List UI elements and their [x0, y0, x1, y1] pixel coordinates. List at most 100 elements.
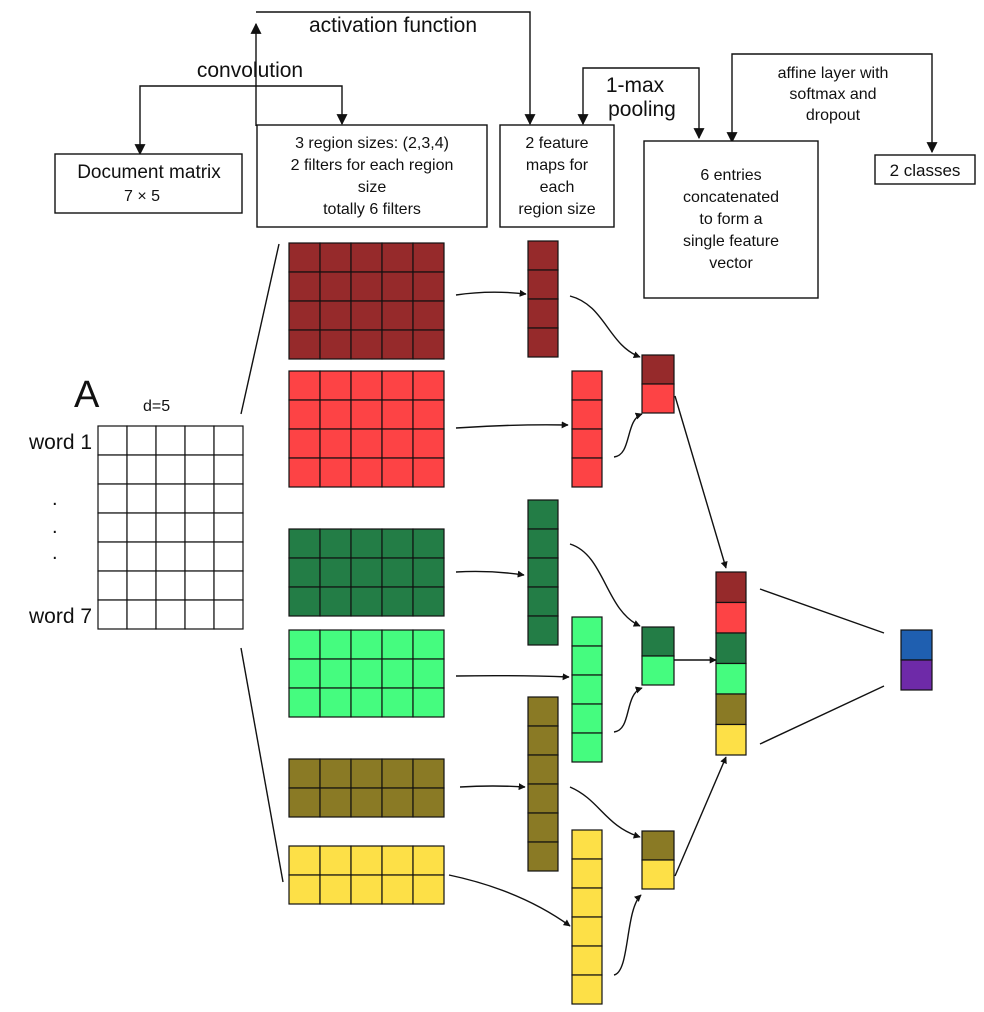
sentence-matrix-cell	[97, 425, 128, 456]
filter-red-cell	[288, 457, 321, 488]
feature-map-dark-green-cell	[527, 615, 559, 646]
classes-box: 2 classes	[874, 154, 976, 185]
filter-olive-cell	[288, 758, 321, 789]
sentence-matrix-cell	[126, 570, 157, 601]
sentence-matrix-cell	[184, 541, 215, 572]
feature-map-red-cell	[571, 457, 603, 488]
filter-dark-red-cell	[412, 329, 445, 360]
document-matrix-line2: 7 × 5	[124, 188, 160, 205]
filter-dark-green-cell	[350, 557, 383, 588]
filter-matrices	[288, 242, 445, 905]
sentence-matrix-cell	[97, 570, 128, 601]
feature-map-dark-green-cell	[527, 557, 559, 588]
filter-red-cell	[412, 457, 445, 488]
filter-light-green-cell	[288, 629, 321, 660]
sentence-matrix-cell	[184, 512, 215, 543]
feature-map-red-cell	[571, 428, 603, 459]
filter-dark-red-cell	[381, 242, 414, 273]
feature-map-olive-cell	[527, 725, 559, 756]
filter-yellow-cell	[350, 874, 383, 905]
pool-arrow-red	[613, 412, 643, 458]
conv-arrow-red	[455, 421, 569, 429]
doc-to-convolution-arrow	[134, 85, 348, 156]
filter-dark-green-cell	[319, 528, 352, 559]
sentence-matrix-cell	[184, 599, 215, 630]
filter-light-green-cell	[350, 687, 383, 718]
feature-maps-line2: maps for	[526, 157, 589, 174]
filter-red-cell	[319, 428, 352, 459]
filter-light-green-cell	[319, 658, 352, 689]
sentence-matrix-cell	[97, 512, 128, 543]
sentence-matrix-cell	[213, 599, 244, 630]
pooled-red	[641, 383, 675, 414]
filter-dark-red-cell	[288, 271, 321, 302]
concatenated-line4: single feature	[683, 233, 779, 250]
filter-red-cell	[412, 370, 445, 401]
sentence-matrix-cell	[126, 483, 157, 514]
feature-map-dark-green-cell	[527, 586, 559, 617]
feature-map-olive-cell	[527, 783, 559, 814]
sentence-matrix-cell	[126, 512, 157, 543]
activation-line	[256, 11, 536, 126]
filter-red-cell	[350, 457, 383, 488]
filter-dark-green-cell	[412, 586, 445, 617]
filter-yellow-cell	[412, 874, 445, 905]
feature-map-light-green-cell	[571, 732, 603, 763]
filter-light-green-cell	[381, 687, 414, 718]
filter-olive-cell	[319, 758, 352, 789]
affine-label-line3: dropout	[806, 107, 861, 124]
filter-dark-green-cell	[350, 586, 383, 617]
filter-yellow-cell	[288, 845, 321, 876]
filter-yellow-cell	[381, 874, 414, 905]
filter-light-green-cell	[288, 658, 321, 689]
output-classes-vector	[900, 629, 933, 691]
sentence-matrix-cell	[213, 483, 244, 514]
feature-map-olive-cell	[527, 812, 559, 843]
region-sizes-line3: size	[358, 179, 387, 196]
feature-map-light-green-cell	[571, 645, 603, 676]
conv-arrow-yellow	[448, 874, 571, 927]
sentence-matrix-cell	[213, 541, 244, 572]
sentence-matrix-cell	[155, 541, 186, 572]
filter-light-green-cell	[288, 687, 321, 718]
region-sizes-line4: totally 6 filters	[323, 201, 421, 218]
filter-dark-red-cell	[350, 242, 383, 273]
filter-dark-red-cell	[319, 300, 352, 331]
sentence-letter: A	[74, 374, 100, 416]
pooled-yellow	[641, 859, 675, 890]
sentence-matrix-cell	[213, 454, 244, 485]
feature-map-dark-green-cell	[527, 528, 559, 559]
pooled-pairs	[641, 354, 675, 890]
document-matrix-line1: Document matrix	[77, 162, 221, 183]
filter-red-cell	[412, 399, 445, 430]
word-last-label: word 7	[28, 605, 92, 628]
filter-olive-cell	[381, 787, 414, 818]
feature-maps-to-pooling-arrow	[577, 67, 705, 140]
filter-light-green-cell	[350, 658, 383, 689]
filter-dark-red-cell	[381, 300, 414, 331]
pool-arrow-olive	[569, 786, 641, 839]
feature-map-olive-cell	[527, 754, 559, 785]
diagram-connectors	[240, 243, 885, 976]
feature-map-dark-red-cell	[527, 327, 559, 358]
filter-dark-red-cell	[288, 300, 321, 331]
feature-map-yellow-cell	[571, 916, 603, 947]
filter-red-cell	[381, 399, 414, 430]
filter-dark-green-cell	[381, 586, 414, 617]
output-lower-line	[759, 685, 885, 745]
concatenated-box: 6 entries concatenated to form a single …	[643, 140, 819, 299]
feature-map-yellow-cell	[571, 858, 603, 889]
sentence-matrix-cell	[155, 483, 186, 514]
sentence-matrix-cell	[184, 425, 215, 456]
filter-red-cell	[412, 428, 445, 459]
document-matrix-box: Document matrix 7 × 5	[54, 153, 243, 214]
sentence-matrix-cell	[184, 483, 215, 514]
filter-dark-green-cell	[319, 557, 352, 588]
feature-maps-box: 2 feature maps for each region size	[499, 124, 615, 228]
filter-light-green-cell	[319, 687, 352, 718]
feature-map-light-green-cell	[571, 616, 603, 647]
feature-map-yellow-cell	[571, 974, 603, 1005]
pooling-label-line2: pooling	[608, 98, 676, 121]
sentence-matrix-cell	[184, 454, 215, 485]
